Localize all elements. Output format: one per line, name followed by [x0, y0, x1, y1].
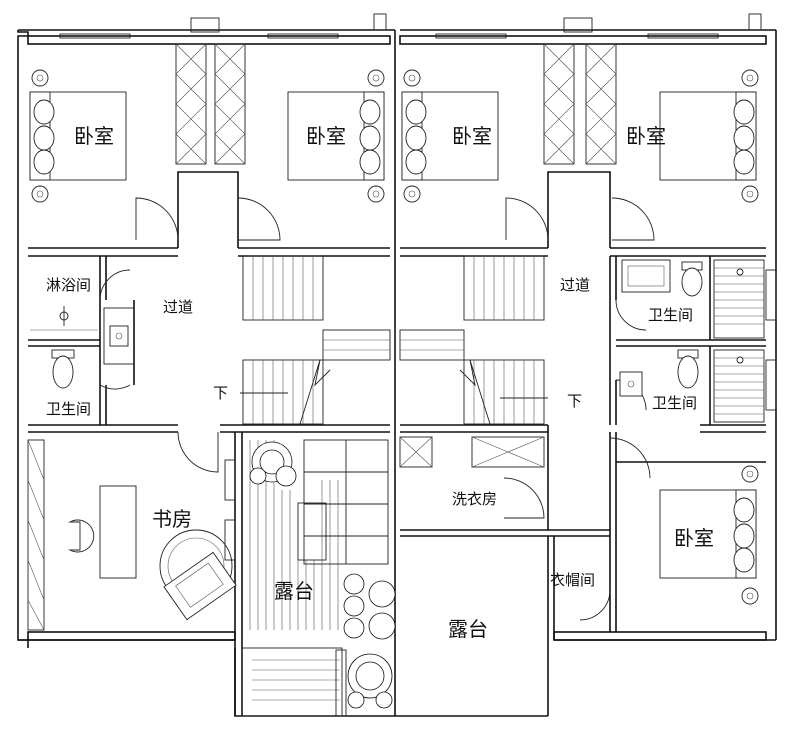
label-bathroom-3: 卫生间	[652, 394, 697, 412]
label-down-left: 下	[213, 384, 228, 402]
label-corridor-right: 过道	[560, 276, 590, 294]
stairs	[240, 255, 548, 425]
label-bathroom-2: 卫生间	[648, 306, 693, 324]
interior-walls	[28, 43, 777, 717]
study-furniture	[27, 439, 237, 631]
plants	[249, 441, 396, 709]
label-shower-room: 淋浴间	[46, 276, 91, 294]
label-down-right: 下	[567, 392, 582, 410]
label-terrace-left: 露台	[274, 579, 314, 603]
label-cloakroom: 衣帽间	[550, 571, 595, 589]
label-bedroom-1: 卧室	[74, 124, 114, 148]
bath-fixtures	[30, 259, 765, 423]
label-bedroom-5: 卧室	[674, 526, 714, 550]
label-bedroom-3: 卧室	[452, 124, 492, 148]
beds	[29, 69, 759, 605]
label-bedroom-2: 卧室	[306, 124, 346, 148]
label-bathroom-1: 卫生间	[46, 400, 91, 418]
laundry-fixtures	[399, 436, 545, 468]
label-laundry: 洗衣房	[452, 490, 497, 508]
label-terrace-right: 露台	[448, 617, 488, 641]
label-bedroom-4: 卧室	[626, 124, 666, 148]
label-study: 书房	[152, 507, 192, 531]
room-labels: 卧室 卧室 卧室 卧室 卧室 淋浴间 卫生间 卫生间 卫生间 过道 过道 下 下…	[46, 124, 714, 641]
label-corridor-left: 过道	[163, 298, 193, 316]
